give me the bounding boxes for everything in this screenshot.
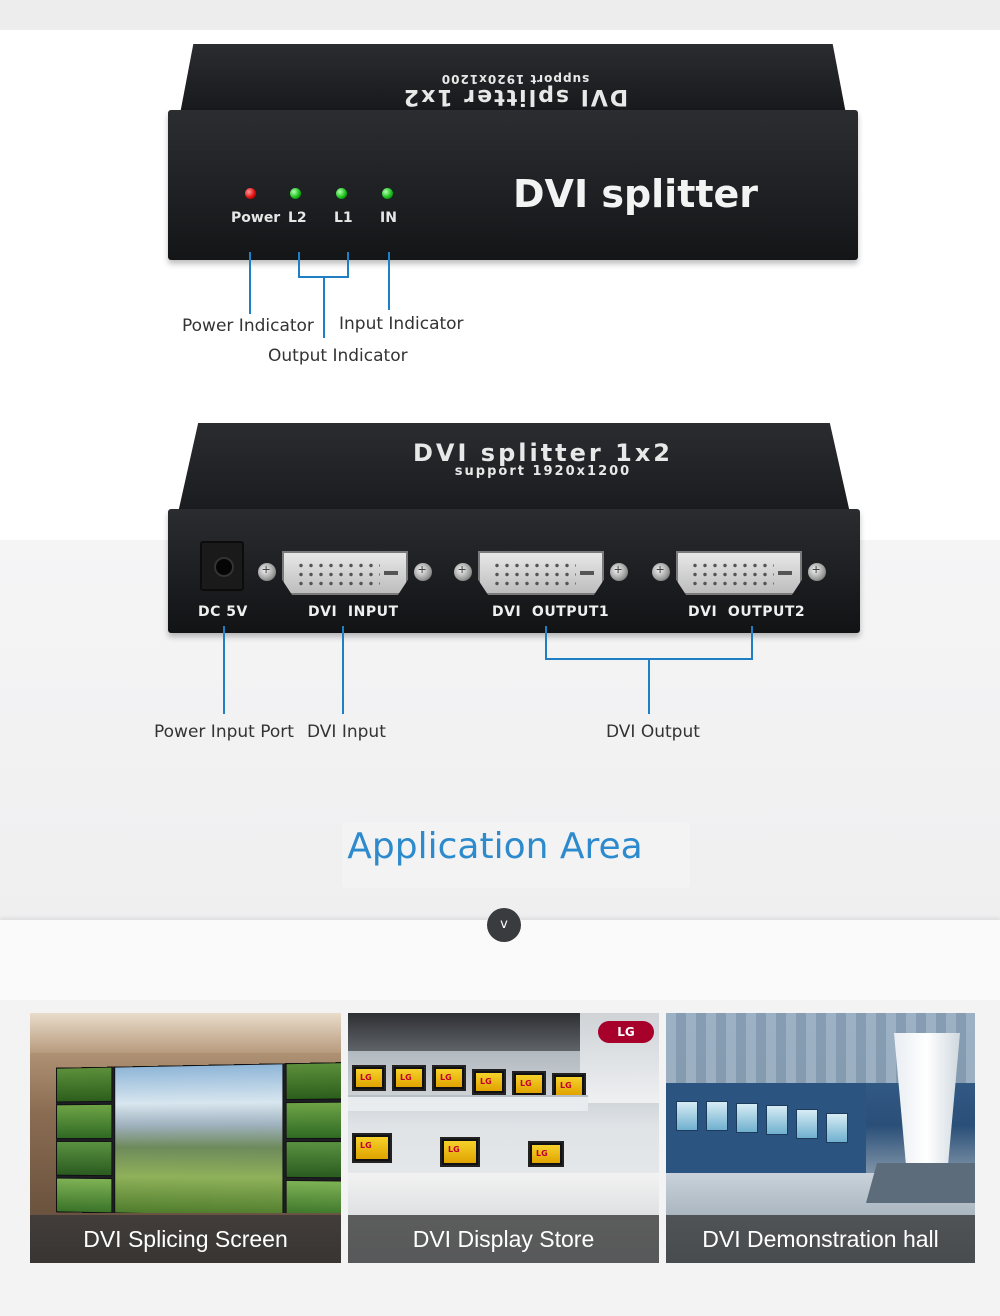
splitter-front-view: DVI splitter 1x2 support 1920x1200 Power… <box>168 44 858 260</box>
gallery-caption: DVI Splicing Screen <box>30 1215 341 1263</box>
power-input-port-label: Power Input Port <box>154 722 294 742</box>
device-front-face: Power L2 L1 IN DVI splitter <box>168 110 858 260</box>
output-indicator-label: Output Indicator <box>268 346 408 366</box>
power-indicator-label: Power Indicator <box>182 316 314 336</box>
device-back-top-face: DVI splitter 1x2 support 1920x1200 <box>178 423 850 513</box>
screw-icon <box>808 561 826 581</box>
l2-led-icon <box>290 188 301 199</box>
power-indicator-line <box>249 252 251 314</box>
in-led-icon <box>382 188 393 199</box>
power-led-icon <box>245 188 256 199</box>
port-label-dvi-output1: DVI OUTPUT1 <box>492 604 610 620</box>
port-label-dvi-input: DVI INPUT <box>308 604 399 620</box>
power-input-line <box>223 626 225 714</box>
gallery-caption: DVI Demonstration hall <box>666 1215 975 1263</box>
chevron-down-icon[interactable]: v <box>487 908 521 942</box>
l1-led-icon <box>336 188 347 199</box>
lg-logo-icon: LG <box>598 1021 654 1043</box>
led-label-in: IN <box>380 210 397 226</box>
input-indicator-label: Input Indicator <box>339 314 464 334</box>
application-heading-box <box>342 822 690 888</box>
dvi-input-label: DVI Input <box>307 722 386 742</box>
gallery-item-display-store[interactable]: LG LG LG LG LG LG LG LG LG LG DVI Displa… <box>348 1013 659 1263</box>
output-indicator-line <box>323 276 325 338</box>
splitter-back-view: DVI splitter 1x2 support 1920x1200 DC 5V… <box>168 423 860 633</box>
screw-icon <box>258 561 276 581</box>
screw-icon <box>652 561 670 581</box>
gallery-item-demonstration-hall[interactable]: DVI Demonstration hall <box>666 1013 975 1263</box>
gallery-item-splicing-screen[interactable]: DVI Splicing Screen <box>30 1013 341 1263</box>
output2-line <box>751 626 753 660</box>
device-top-face: DVI splitter 1x2 support 1920x1200 <box>180 44 846 114</box>
l1-indicator-line <box>347 252 349 278</box>
dvi-input-port-icon <box>258 551 438 597</box>
device-back-top-subtitle: support 1920x1200 <box>454 464 632 479</box>
led-label-power: Power <box>231 210 281 226</box>
led-label-l2: L2 <box>288 210 307 226</box>
screw-icon <box>414 561 432 581</box>
port-label-dc: DC 5V <box>198 604 248 620</box>
device-top-label: DVI splitter 1x2 support 1920x1200 <box>295 72 735 109</box>
top-band <box>0 0 1000 30</box>
port-label-dvi-output2: DVI OUTPUT2 <box>688 604 806 620</box>
dvi-output1-port-icon <box>454 551 634 597</box>
device-back-top-label: DVI splitter 1x2 support 1920x1200 <box>323 439 763 479</box>
device-brand-label: DVI splitter <box>513 172 759 216</box>
screw-icon <box>454 561 472 581</box>
dvi-output2-port-icon <box>652 551 832 597</box>
device-top-subtitle: support 1920x1200 <box>440 72 590 86</box>
gallery-caption: DVI Display Store <box>348 1215 659 1263</box>
device-back-top-title: DVI splitter 1x2 <box>413 439 673 467</box>
dvi-output-line <box>648 658 650 714</box>
led-label-l1: L1 <box>334 210 353 226</box>
screw-icon <box>610 561 628 581</box>
dvi-input-line <box>342 626 344 714</box>
application-heading: Application Area <box>347 826 643 867</box>
l2-indicator-line <box>298 252 300 278</box>
video-wall-image <box>56 1062 341 1218</box>
input-indicator-line <box>388 252 390 310</box>
output1-line <box>545 626 547 660</box>
device-top-title: DVI splitter 1x2 <box>401 84 629 109</box>
dc-power-jack-icon <box>200 541 244 591</box>
dvi-output-label: DVI Output <box>606 722 700 742</box>
